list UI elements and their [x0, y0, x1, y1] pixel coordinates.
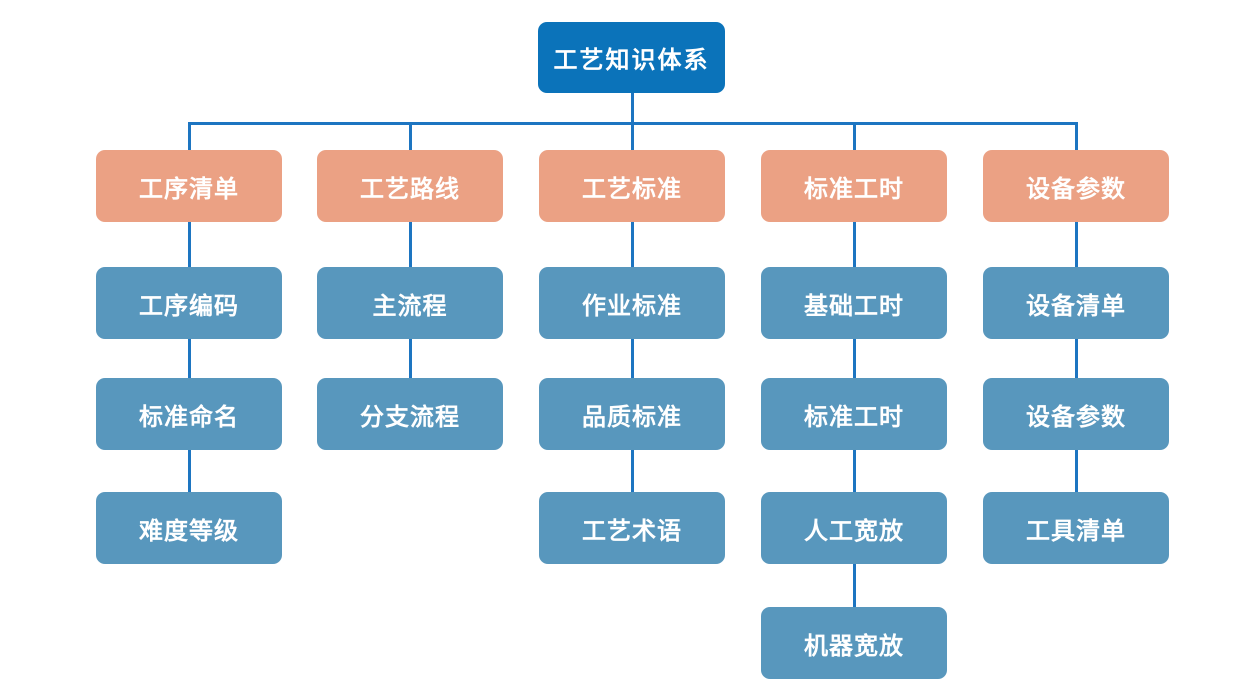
child-node: 工具清单: [983, 492, 1169, 564]
branch-node: 工艺标准: [539, 150, 725, 222]
connector-line: [852, 450, 856, 492]
child-node: 工艺术语: [539, 492, 725, 564]
connector-line: [852, 564, 856, 607]
branch-node: 标准工时: [761, 150, 947, 222]
child-node: 标准工时: [761, 378, 947, 450]
connector-line: [408, 122, 412, 150]
child-node: 品质标准: [539, 378, 725, 450]
connector-line: [1074, 122, 1078, 150]
child-node: 作业标准: [539, 267, 725, 339]
connector-line: [630, 93, 634, 150]
child-node: 工序编码: [96, 267, 282, 339]
connector-line: [187, 450, 191, 492]
connector-line: [852, 222, 856, 267]
connector-line: [187, 222, 191, 267]
connector-line: [852, 339, 856, 378]
connector-line: [187, 122, 191, 150]
connector-line: [408, 339, 412, 378]
branch-node: 工序清单: [96, 150, 282, 222]
connector-line: [1074, 222, 1078, 267]
child-node: 设备清单: [983, 267, 1169, 339]
child-node: 标准命名: [96, 378, 282, 450]
connector-line: [852, 122, 856, 150]
connector-line: [408, 222, 412, 267]
child-node: 设备参数: [983, 378, 1169, 450]
child-node: 人工宽放: [761, 492, 947, 564]
child-node: 难度等级: [96, 492, 282, 564]
root-node: 工艺知识体系: [538, 22, 725, 93]
branch-node: 设备参数: [983, 150, 1169, 222]
child-node: 机器宽放: [761, 607, 947, 679]
connector-line: [187, 339, 191, 378]
child-node: 主流程: [317, 267, 503, 339]
branch-node: 工艺路线: [317, 150, 503, 222]
connector-line: [630, 339, 634, 378]
connector-line: [630, 450, 634, 492]
child-node: 分支流程: [317, 378, 503, 450]
connector-line: [630, 222, 634, 267]
connector-line: [187, 122, 1078, 125]
connector-line: [1074, 450, 1078, 492]
child-node: 基础工时: [761, 267, 947, 339]
connector-line: [1074, 339, 1078, 378]
